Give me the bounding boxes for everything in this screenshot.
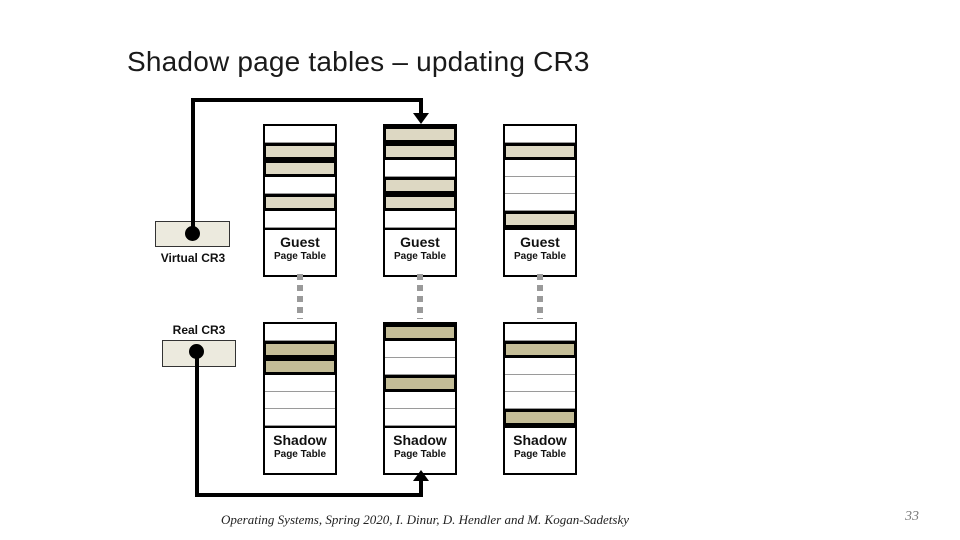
pte-mapped-entry bbox=[383, 143, 457, 160]
pte-mapped-entry bbox=[503, 143, 577, 160]
table-subtitle: Page Table bbox=[393, 251, 447, 262]
table-subtitle: Page Table bbox=[393, 449, 447, 460]
pte-empty-entry bbox=[265, 409, 335, 426]
page-title: Shadow page tables – updating CR3 bbox=[127, 45, 590, 77]
pte-empty-entry bbox=[385, 341, 455, 358]
virtual-cr3-label: Virtual CR3 bbox=[160, 251, 226, 265]
pte-mapped-entry bbox=[503, 409, 577, 426]
pte-mapped-entry bbox=[383, 194, 457, 211]
pte-empty-entry bbox=[505, 194, 575, 211]
arrowhead-down-icon bbox=[413, 113, 429, 124]
footer-credits: Operating Systems, Spring 2020, I. Dinur… bbox=[220, 512, 629, 527]
pte-mapped-entry bbox=[383, 177, 457, 194]
pte-empty-entry bbox=[385, 392, 455, 409]
shadow-table-label: Shadow Page Table bbox=[505, 426, 575, 473]
pte-mapped-entry bbox=[263, 358, 337, 375]
pte-empty-entry bbox=[385, 409, 455, 426]
real-cr3-line-horizontal bbox=[195, 493, 423, 497]
virtual-cr3-pointer-dot bbox=[185, 226, 200, 241]
pte-empty-entry bbox=[265, 177, 335, 194]
table-subtitle: Page Table bbox=[513, 251, 567, 262]
pte-mapped-entry bbox=[383, 375, 457, 392]
shadow-table-label: Shadow Page Table bbox=[385, 426, 455, 473]
shadow-table-label: Shadow Page Table bbox=[265, 426, 335, 473]
page-number: 33 bbox=[905, 509, 919, 524]
pte-mapped-entry bbox=[263, 143, 337, 160]
pte-empty-entry bbox=[505, 324, 575, 341]
virtual-cr3-line-horizontal bbox=[191, 98, 423, 102]
table-subtitle: Page Table bbox=[273, 449, 327, 460]
table-title: Shadow bbox=[513, 432, 567, 448]
table-subtitle: Page Table bbox=[273, 251, 327, 262]
pte-empty-entry bbox=[505, 177, 575, 194]
table-title: Shadow bbox=[273, 432, 327, 448]
pte-empty-entry bbox=[265, 126, 335, 143]
guest-shadow-dashed-link-1 bbox=[297, 274, 303, 319]
table-title: Shadow bbox=[393, 432, 447, 448]
pte-mapped-entry bbox=[263, 160, 337, 177]
pte-mapped-entry bbox=[383, 126, 457, 143]
guest-page-table-1: Guest Page Table bbox=[263, 124, 337, 277]
arrowhead-up-icon bbox=[413, 470, 429, 481]
shadow-page-table-2: Shadow Page Table bbox=[383, 322, 457, 475]
guest-shadow-dashed-link-2 bbox=[417, 274, 423, 319]
pte-mapped-entry bbox=[383, 324, 457, 341]
pte-empty-entry bbox=[385, 160, 455, 177]
pte-mapped-entry bbox=[503, 341, 577, 358]
pte-empty-entry bbox=[265, 392, 335, 409]
guest-shadow-dashed-link-3 bbox=[537, 274, 543, 319]
table-subtitle: Page Table bbox=[513, 449, 567, 460]
pte-empty-entry bbox=[505, 392, 575, 409]
guest-page-table-3: Guest Page Table bbox=[503, 124, 577, 277]
real-cr3-line-vertical bbox=[195, 351, 199, 497]
virtual-cr3-line-vertical bbox=[191, 98, 195, 230]
guest-page-table-2: Guest Page Table bbox=[383, 124, 457, 277]
real-cr3-line-rise bbox=[419, 480, 423, 497]
pte-empty-entry bbox=[265, 324, 335, 341]
table-title: Guest bbox=[280, 234, 320, 250]
pte-mapped-entry bbox=[503, 211, 577, 228]
virtual-cr3-line-drop bbox=[419, 98, 423, 115]
pte-empty-entry bbox=[385, 211, 455, 228]
pte-empty-entry bbox=[265, 375, 335, 392]
pte-mapped-entry bbox=[263, 194, 337, 211]
table-title: Guest bbox=[400, 234, 440, 250]
guest-table-label: Guest Page Table bbox=[265, 228, 335, 275]
pte-empty-entry bbox=[505, 375, 575, 392]
real-cr3-label: Real CR3 bbox=[172, 323, 226, 337]
guest-table-label: Guest Page Table bbox=[385, 228, 455, 275]
pte-mapped-entry bbox=[263, 341, 337, 358]
real-cr3-pointer-dot bbox=[189, 344, 204, 359]
shadow-page-table-3: Shadow Page Table bbox=[503, 322, 577, 475]
pte-empty-entry bbox=[505, 160, 575, 177]
pte-empty-entry bbox=[505, 358, 575, 375]
pte-empty-entry bbox=[385, 358, 455, 375]
pte-empty-entry bbox=[265, 211, 335, 228]
guest-table-label: Guest Page Table bbox=[505, 228, 575, 275]
pte-empty-entry bbox=[505, 126, 575, 143]
shadow-page-table-1: Shadow Page Table bbox=[263, 322, 337, 475]
table-title: Guest bbox=[520, 234, 560, 250]
